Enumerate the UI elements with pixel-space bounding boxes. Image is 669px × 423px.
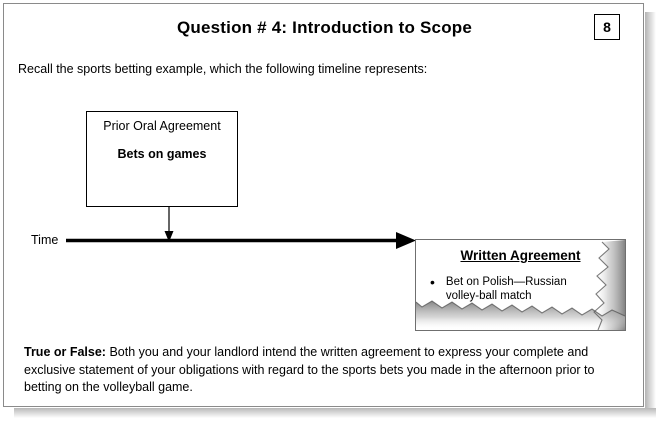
intro-text: Recall the sports betting example, which… bbox=[18, 62, 428, 76]
written-agreement-bullet-text: Bet on Polish—Russian volley-ball match bbox=[445, 276, 567, 302]
prior-oral-agreement-box: Prior Oral Agreement Bets on games bbox=[86, 111, 238, 207]
slide-shadow-bottom bbox=[14, 408, 656, 418]
written-agreement-heading: Written Agreement bbox=[460, 248, 581, 263]
written-agreement-box: Written Agreement • Bet on Polish—Russia… bbox=[415, 239, 626, 331]
page-number-value: 8 bbox=[603, 19, 611, 35]
prior-oral-agreement-title: Prior Oral Agreement bbox=[103, 119, 221, 133]
slide-frame: Question # 4: Introduction to Scope 8 Re… bbox=[3, 3, 644, 407]
time-axis-label: Time bbox=[31, 233, 59, 247]
question-prefix: True or False: bbox=[24, 345, 106, 359]
true-or-false-question: True or False: Both you and your landlor… bbox=[24, 344, 634, 397]
written-agreement-bullet-item: • Bet on Polish—Russian volley-ball matc… bbox=[430, 274, 610, 303]
torn-paper-edge bbox=[416, 240, 625, 330]
bullet-point-icon: • bbox=[430, 274, 435, 290]
page-title: Question # 4: Introduction to Scope bbox=[176, 18, 473, 37]
question-body: Both you and your landlord intend the wr… bbox=[24, 345, 595, 394]
slide-shadow-right bbox=[645, 12, 656, 408]
prior-oral-agreement-subtitle: Bets on games bbox=[117, 147, 207, 161]
page-number-badge: 8 bbox=[594, 14, 620, 40]
